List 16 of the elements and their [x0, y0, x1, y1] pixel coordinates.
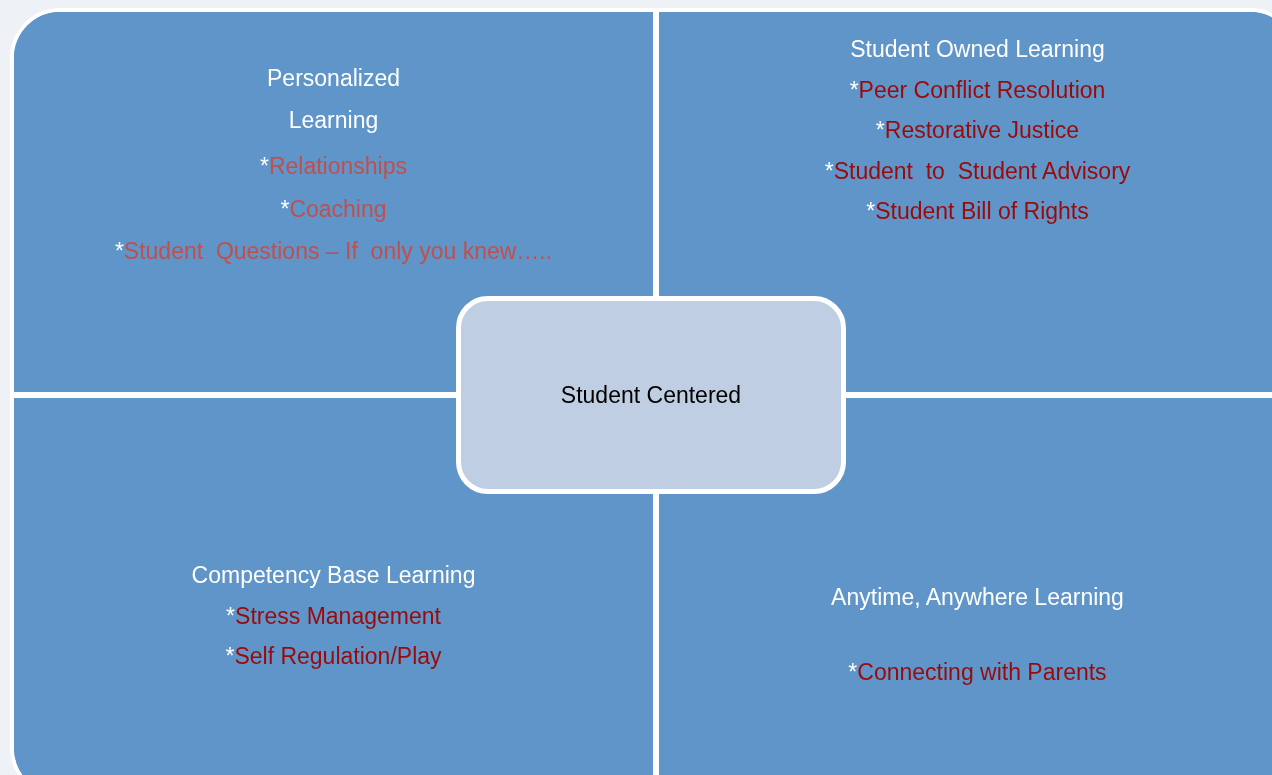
quadrant-heading: Student Owned Learning — [850, 35, 1105, 64]
quadrant-heading: Personalized Learning — [266, 64, 401, 135]
list-item: *Student Questions – If only you knew….. — [114, 237, 553, 266]
center-box — [456, 296, 846, 494]
list-item: *Restorative Justice — [875, 116, 1080, 145]
list-item: *Coaching — [280, 194, 387, 224]
list-item: *Self Regulation/Play — [225, 642, 442, 671]
quadrant-heading: Anytime, Anywhere Learning — [831, 583, 1124, 612]
list-item: *Stress Management — [226, 601, 441, 631]
quadrant-heading: Competency Base Learning — [191, 561, 476, 590]
list-item: *Connecting with Parents — [848, 657, 1107, 687]
center-label: Student Centered — [560, 380, 742, 410]
list-item: *Student to Student Advisory — [824, 156, 1131, 186]
list-item: *Relationships — [259, 152, 407, 181]
list-item: *Peer Conflict Resolution — [849, 75, 1106, 105]
list-item: *Student Bill of Rights — [866, 197, 1089, 226]
